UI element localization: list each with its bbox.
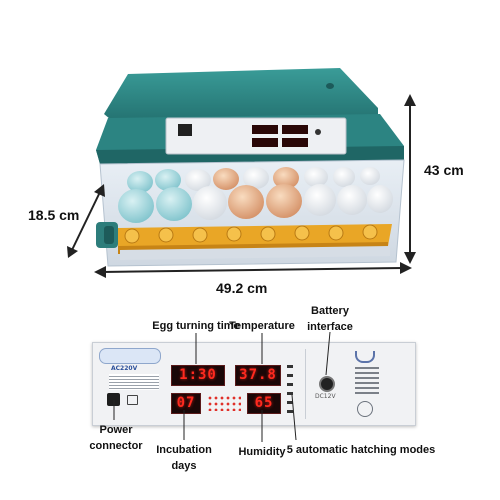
dimension-arrows: [67, 94, 416, 278]
egg-turning-tray: [118, 224, 392, 260]
lid-control-panel: [165, 117, 347, 155]
indicator-lights: [207, 395, 241, 411]
control-panel-closeup: AC220V 1:30 37.8 07 65 DC12V: [92, 342, 416, 426]
battery-interface-callout: Battery interface: [307, 305, 353, 333]
tree-logo-icon: [357, 401, 373, 417]
spec-text-lines: [109, 374, 159, 390]
temperature-display: 37.8: [235, 365, 281, 386]
humidity-callout: Humidity: [238, 446, 286, 458]
depth-dimension-label: 18.5 cm: [28, 207, 80, 223]
vent-grille: [355, 367, 379, 395]
temperature-callout: Temperature: [229, 320, 295, 332]
power-plug-icon: [127, 395, 138, 405]
egg-turning-time-display: 1:30: [171, 365, 225, 386]
battery-label: DC12V: [315, 393, 336, 400]
power-connector-callout: Power connector: [89, 424, 143, 452]
spec-sticker: [99, 348, 161, 364]
brand-logo-icon: [355, 351, 375, 363]
power-connector-icon: [107, 393, 120, 406]
hatching-modes-callout: 5 automatic hatching modes: [286, 444, 436, 456]
incubation-days-value: 07: [176, 395, 196, 411]
incubation-days-display: 07: [171, 393, 201, 414]
humidity-display: 65: [247, 393, 281, 414]
hatching-mode-buttons[interactable]: [287, 365, 293, 413]
temperature-value: 37.8: [239, 367, 277, 383]
humidity-value: 65: [254, 395, 274, 411]
width-dimension-label: 49.2 cm: [216, 280, 268, 296]
egg-turning-time-value: 1:30: [179, 367, 217, 383]
egg-rows: [118, 167, 393, 223]
voltage-label: AC220V: [111, 365, 138, 372]
egg-turning-time-callout: Egg turning time: [152, 320, 240, 332]
battery-jack-icon: [319, 376, 335, 392]
incubation-days-callout: Incubation days: [156, 444, 212, 472]
height-dimension-label: 43 cm: [424, 162, 464, 178]
panel-divider: [305, 349, 306, 419]
